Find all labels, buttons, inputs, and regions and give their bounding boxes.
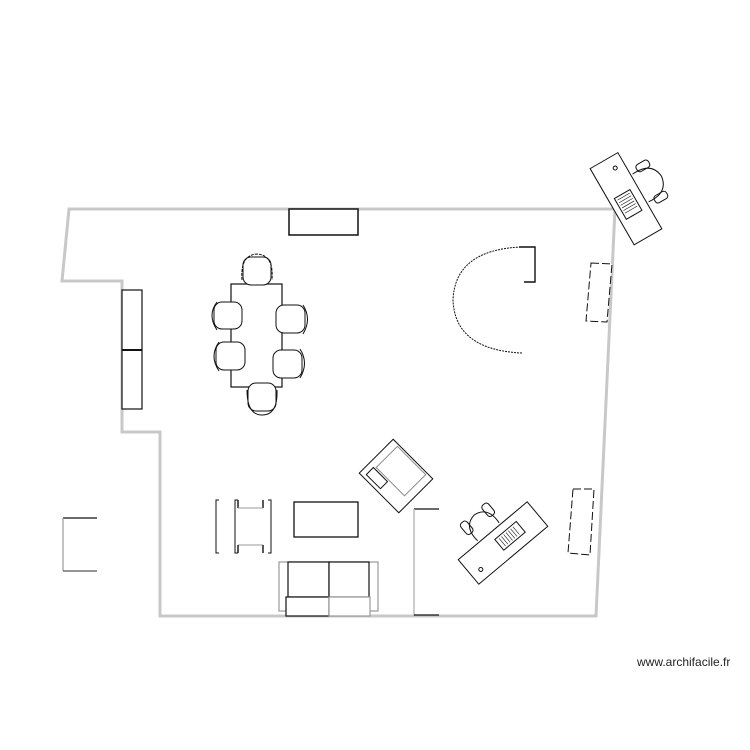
windows-right[interactable] bbox=[567, 262, 613, 556]
mouse-icon bbox=[612, 165, 618, 171]
office-desk-outside[interactable] bbox=[589, 140, 684, 246]
dining-table-set[interactable] bbox=[211, 253, 308, 416]
office-desk-inside[interactable] bbox=[442, 482, 549, 585]
walls bbox=[60, 207, 617, 618]
mouse-icon bbox=[478, 566, 484, 572]
window-2 bbox=[567, 488, 595, 556]
exterior-element[interactable] bbox=[62, 517, 97, 572]
round-desk[interactable] bbox=[452, 246, 536, 354]
storage-units-left[interactable] bbox=[121, 289, 143, 410]
chair-icon bbox=[211, 253, 308, 416]
window-1 bbox=[585, 262, 613, 323]
wall-cabinet-top[interactable] bbox=[288, 208, 359, 236]
sofa[interactable] bbox=[278, 561, 379, 617]
armchair[interactable] bbox=[358, 438, 434, 514]
office-chair-icon bbox=[459, 502, 500, 542]
door-opening[interactable] bbox=[413, 508, 439, 616]
office-chair-icon bbox=[632, 159, 669, 204]
keyboard-icon bbox=[494, 520, 526, 551]
room-outline bbox=[60, 207, 617, 618]
coffee-table[interactable] bbox=[293, 501, 359, 538]
side-seating[interactable] bbox=[215, 499, 272, 554]
watermark-text: www.archifacile.fr bbox=[637, 655, 731, 669]
